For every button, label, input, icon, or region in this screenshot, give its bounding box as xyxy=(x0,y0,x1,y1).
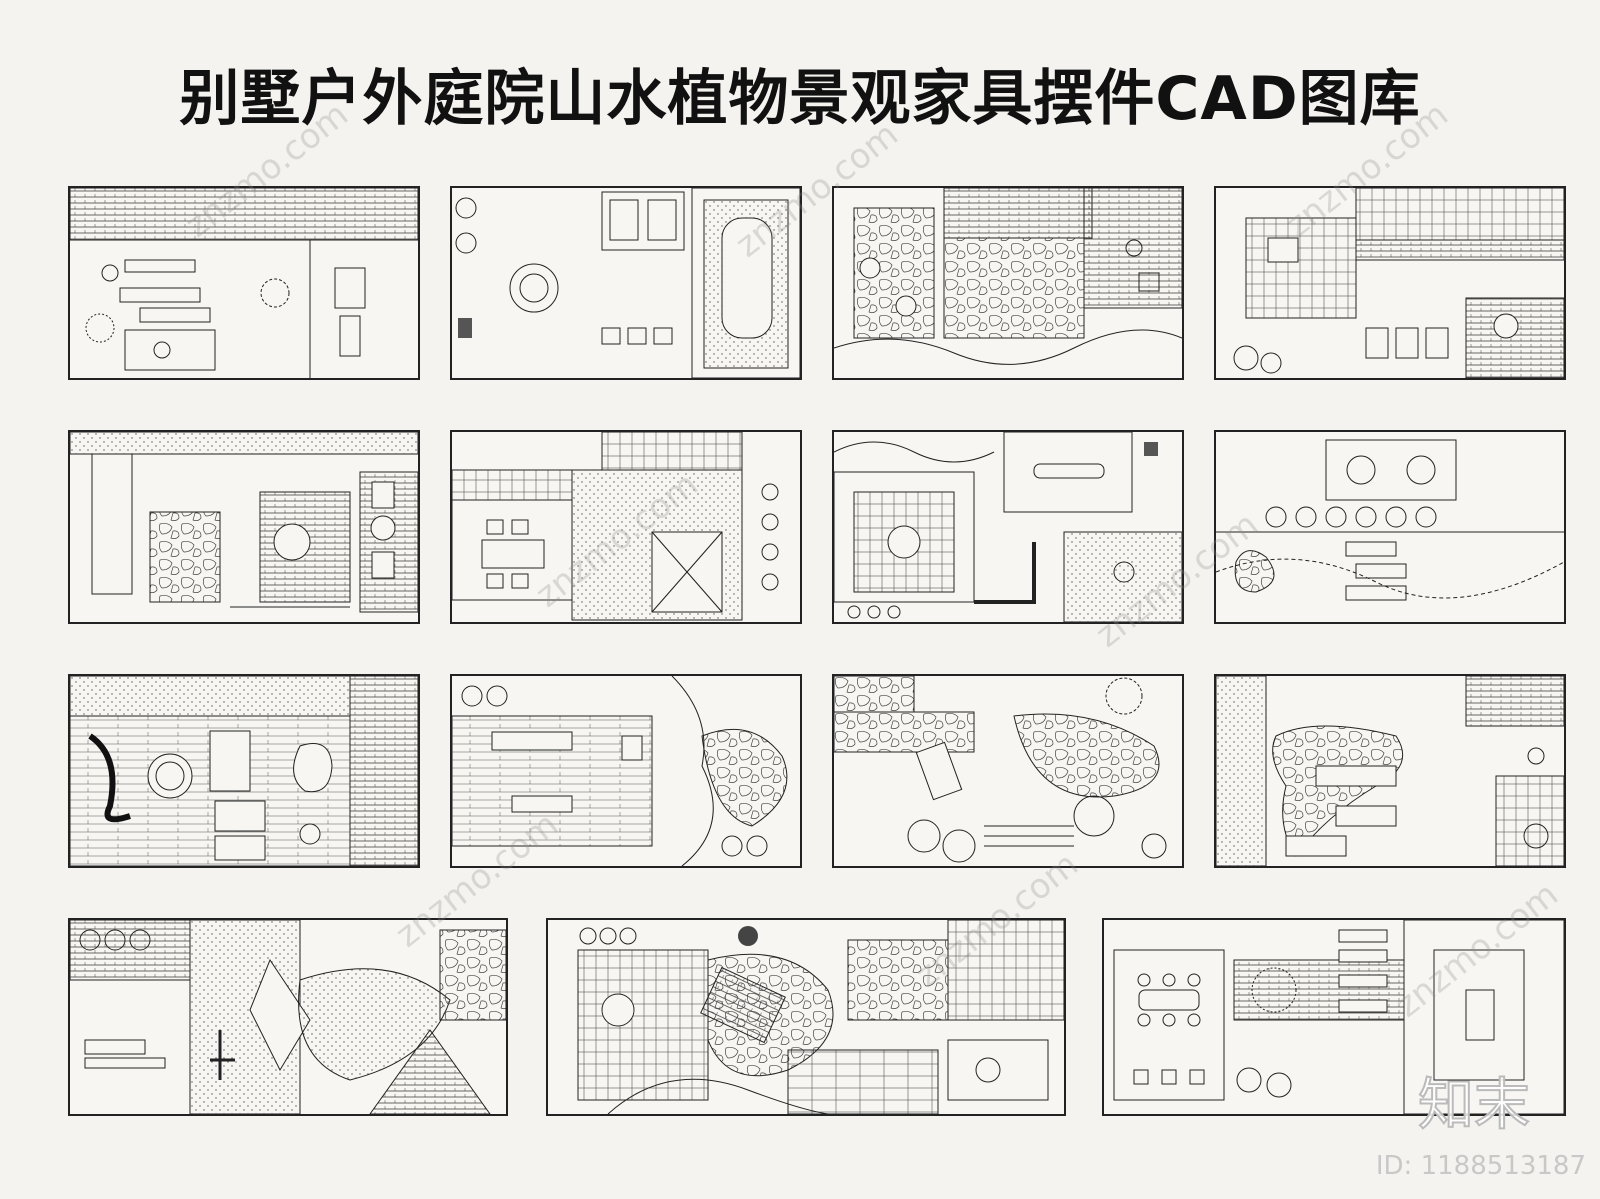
plan-drawing-7 xyxy=(834,432,1182,622)
plan-drawing-1 xyxy=(70,188,418,378)
plan-panel-14[interactable] xyxy=(546,918,1066,1116)
page-title: 别墅户外庭院山水植物景观家具摆件CAD图库 xyxy=(179,64,1421,134)
plan-drawing-3 xyxy=(834,188,1182,365)
plan-drawing-5 xyxy=(70,432,418,613)
plan-panel-5[interactable] xyxy=(68,430,420,624)
plan-drawing-10 xyxy=(452,676,788,866)
plan-panel-1[interactable] xyxy=(68,186,420,380)
plan-drawing-9 xyxy=(70,676,418,866)
plan-drawing-14 xyxy=(577,920,1064,1114)
plan-panel-11[interactable] xyxy=(832,674,1184,868)
image-id-label: ID: 1188513187 xyxy=(1375,1151,1586,1181)
plan-drawing-2 xyxy=(455,188,800,378)
plan-panel-12[interactable] xyxy=(1214,674,1566,868)
plan-panel-10[interactable] xyxy=(450,674,802,868)
plan-panel-3[interactable] xyxy=(832,186,1184,380)
plan-drawing-12 xyxy=(1216,676,1564,866)
brand-logo: 知末 xyxy=(1417,1072,1531,1139)
plan-panel-15[interactable] xyxy=(1102,918,1566,1116)
plan-drawing-8 xyxy=(1216,439,1564,601)
plan-drawing-11 xyxy=(834,676,1167,863)
plan-panel-7[interactable] xyxy=(832,430,1184,624)
plan-drawing-15 xyxy=(1113,920,1564,1114)
plan-panel-6[interactable] xyxy=(450,430,802,624)
plan-panel-13[interactable] xyxy=(68,918,508,1116)
plan-panel-2[interactable] xyxy=(450,186,802,380)
plan-panel-4[interactable] xyxy=(1214,186,1566,380)
plan-drawing-13 xyxy=(70,920,506,1114)
plan-panel-8[interactable] xyxy=(1214,430,1566,624)
plan-drawing-4 xyxy=(1233,188,1564,378)
plan-drawing-6 xyxy=(452,432,779,621)
plan-panel-9[interactable] xyxy=(68,674,420,868)
